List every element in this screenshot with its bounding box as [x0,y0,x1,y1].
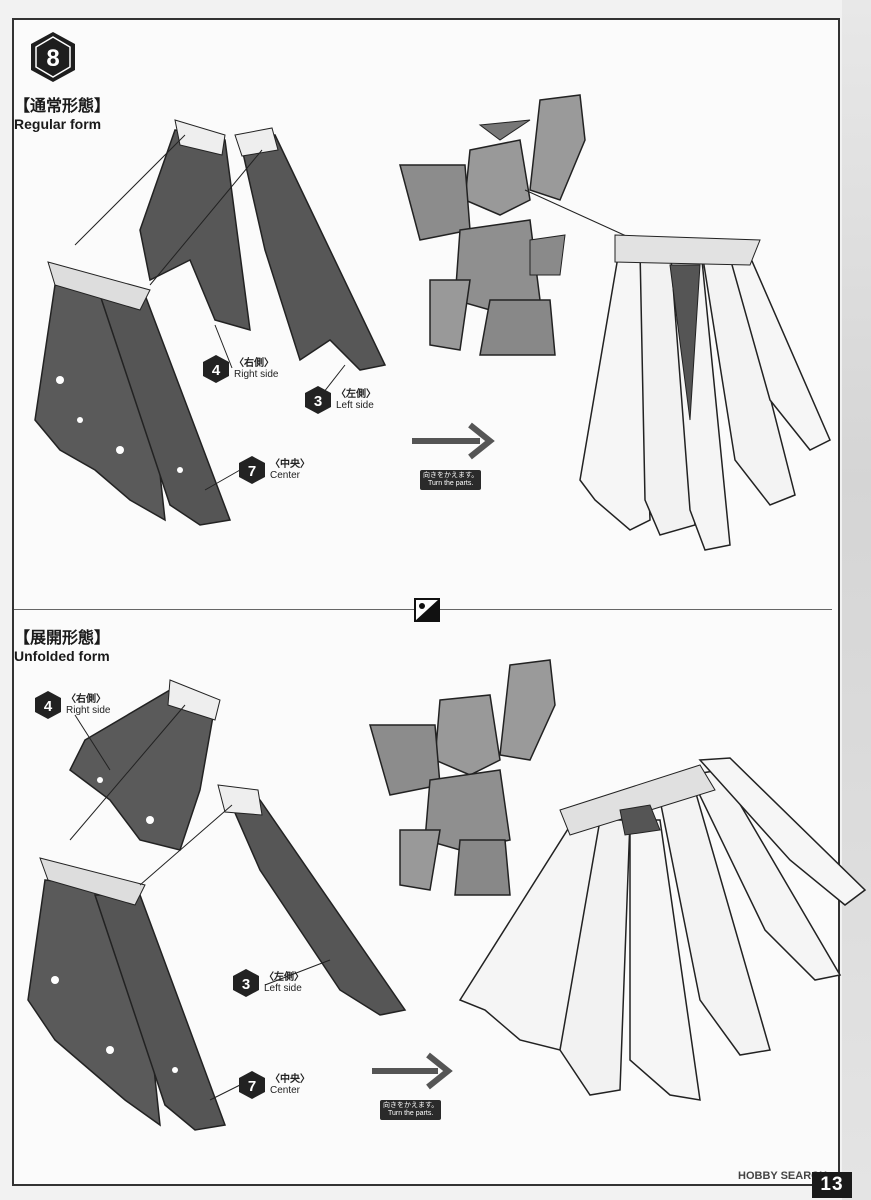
part-number: 4 [44,698,53,715]
turn-note-en: Turn the parts. [428,480,474,488]
leader-line [74,714,111,771]
unfolded-label-center: 7 〈中央〉 Center [238,1070,310,1100]
page-number: 13 [812,1172,852,1198]
alternate-form-icon [414,598,440,622]
turn-note-jp: 向きをかえます。 [383,1102,439,1109]
assembly-arrow [524,189,636,241]
wing-part-right-unfolded [69,679,221,851]
label-en: Left side [336,400,374,411]
wing-assembly-light-unfolded [458,757,867,1101]
part-number: 3 [314,393,322,410]
turn-note-en: Turn the parts. [388,1110,434,1118]
assembly-arrow [69,704,186,841]
label-en: Right side [66,705,111,716]
label-en: Center [270,1085,301,1096]
regular-title-jp: 【通常形態】 [14,96,111,115]
hexagon-number-icon: 3 [305,386,331,414]
wing-part-right-top [139,119,251,332]
label-en: Left side [264,983,302,994]
hexagon-number-icon: 4 [35,691,61,719]
step-number: 8 [46,45,59,72]
regular-label-left: 3 〈左側〉 Left side [304,385,376,415]
unfolded-label-left: 3 〈左側〉 Left side [232,968,304,998]
background-decoration [842,0,871,1200]
label-en: Right side [234,369,279,380]
label-jp: 〈左側〉 [264,971,304,983]
hexagon-number-icon: 7 [239,1071,265,1099]
leader-line [214,324,233,369]
leader-line [209,1084,241,1101]
leader-line [264,959,331,986]
assembly-arrow [139,804,233,886]
part-number: 7 [248,1078,256,1095]
wing-assembly-light-regular [579,234,831,551]
label-jp: 〈左側〉 [336,388,376,400]
label-jp: 〈右側〉 [234,357,274,369]
hexagon-number-icon: 4 [203,355,229,383]
robot-figure-unfolded [369,659,556,896]
regular-title-en: Regular form [14,116,102,132]
robot-figure-regular [399,94,586,356]
part-number: 3 [242,976,250,993]
wing-part-left-unfolded [217,784,407,1016]
turn-parts-note: 向きをかえます。 Turn the parts. [420,470,482,491]
unfolded-label-right: 4 〈右側〉 Right side [34,690,110,720]
regular-label-right: 4 〈右側〉 Right side [202,354,278,384]
label-jp: 〈中央〉 [270,1073,310,1085]
leader-line [204,469,241,491]
regular-label-center: 7 〈中央〉 Center [238,455,310,485]
hexagon-number-icon: 7 [239,456,265,484]
wing-assembly-dark-unfolded [27,857,227,1131]
hexagon-step-icon: 8 [31,32,75,82]
unfolded-form-title: 【展開形態】 Unfolded form [14,624,110,664]
assembly-arrow [149,149,263,286]
hexagon-number-icon: 3 [233,969,259,997]
turn-note-jp: 向きをかえます。 [423,472,479,479]
label-en: Center [270,470,301,481]
part-number: 4 [212,362,221,379]
watermark: HOBBY SEARCH [738,1170,828,1182]
wing-part-left-top [234,127,387,371]
wing-assembly-dark-regular [34,261,232,526]
part-number: 7 [248,463,256,480]
assembly-arrow [74,134,186,246]
label-jp: 〈右側〉 [66,693,106,705]
regular-form-title: 【通常形態】 Regular form [14,92,110,132]
arrow-right-icon [412,422,495,460]
unfolded-title-jp: 【展開形態】 [14,628,111,647]
turn-parts-note: 向きをかえます。 Turn the parts. [380,1100,442,1121]
arrow-right-icon [372,1052,453,1090]
unfolded-title-en: Unfolded form [14,648,110,664]
label-jp: 〈中央〉 [270,458,310,470]
